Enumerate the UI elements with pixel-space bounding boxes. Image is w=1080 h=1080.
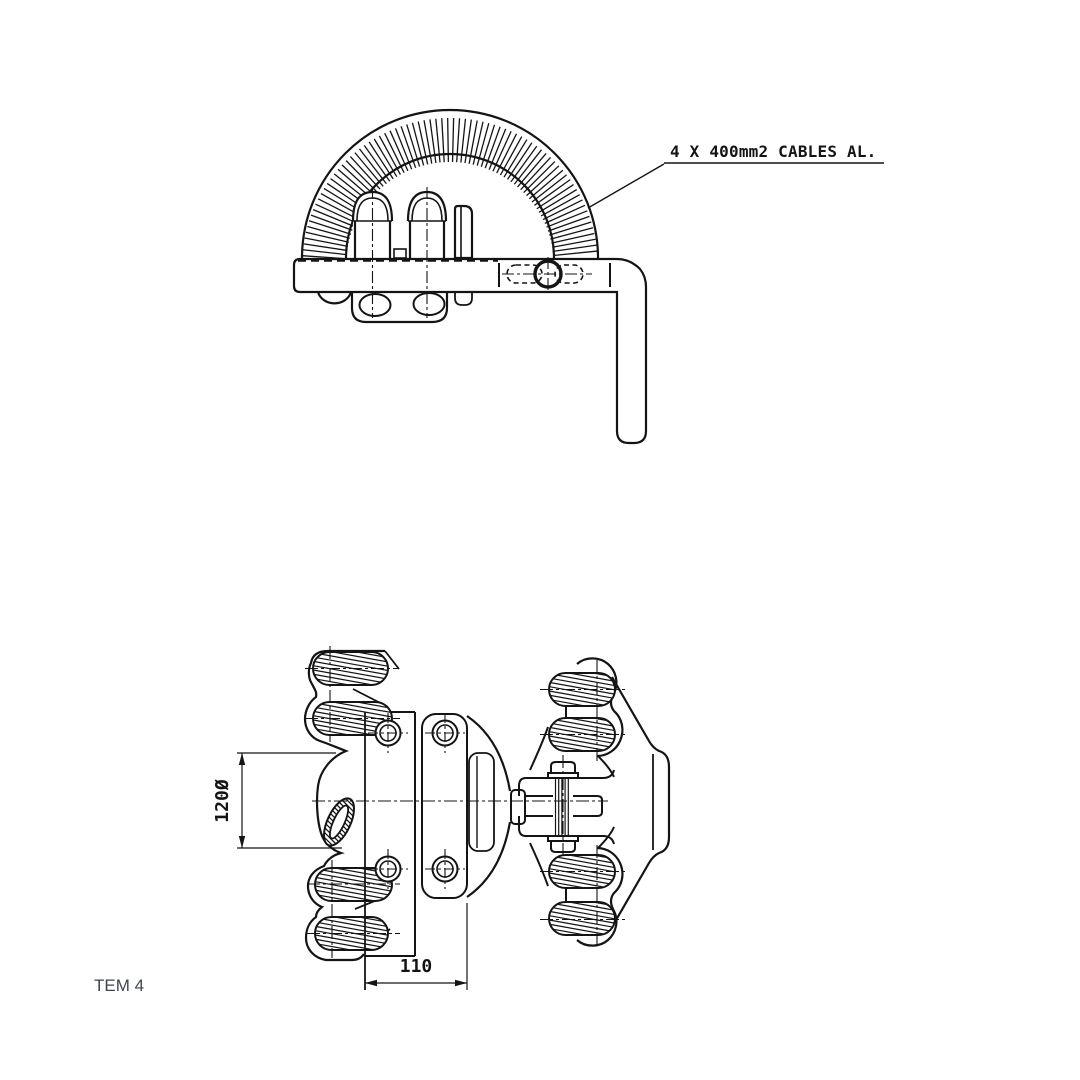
- dimension-width: 110: [364, 712, 468, 990]
- cable-note-callout: 4 X 400mm2 CABLES AL.: [587, 142, 884, 209]
- right-yoke-outline: [529, 657, 671, 947]
- left-yoke-outline: [303, 649, 385, 962]
- cable-note-label: 4 X 400mm2 CABLES AL.: [670, 142, 877, 161]
- bolt-centerlines: [371, 187, 428, 318]
- bar-slot-and-pin: [498, 257, 611, 292]
- left-yoke-straps: [352, 650, 400, 951]
- socket-funnel: [466, 715, 512, 898]
- tongue: [518, 795, 603, 817]
- top-view-cable-clamp: 4 X 400mm2 CABLES AL.: [292, 108, 884, 445]
- saddle-blocks: [393, 204, 474, 260]
- dimension-diameter: 120Ø: [212, 752, 342, 849]
- width-label: 110: [400, 956, 433, 977]
- drawing-title: TEM 4: [94, 976, 144, 995]
- cable-arc-outer: [300, 108, 600, 259]
- hole-centermarks: [368, 713, 465, 889]
- keeper-bracket: [316, 291, 473, 324]
- diameter-label: 120Ø: [212, 779, 233, 823]
- centerlines: [305, 646, 627, 958]
- bottom-view-suspension-clamp: 120Ø 110: [212, 646, 671, 990]
- clamp-bar-and-bracket: [292, 257, 648, 445]
